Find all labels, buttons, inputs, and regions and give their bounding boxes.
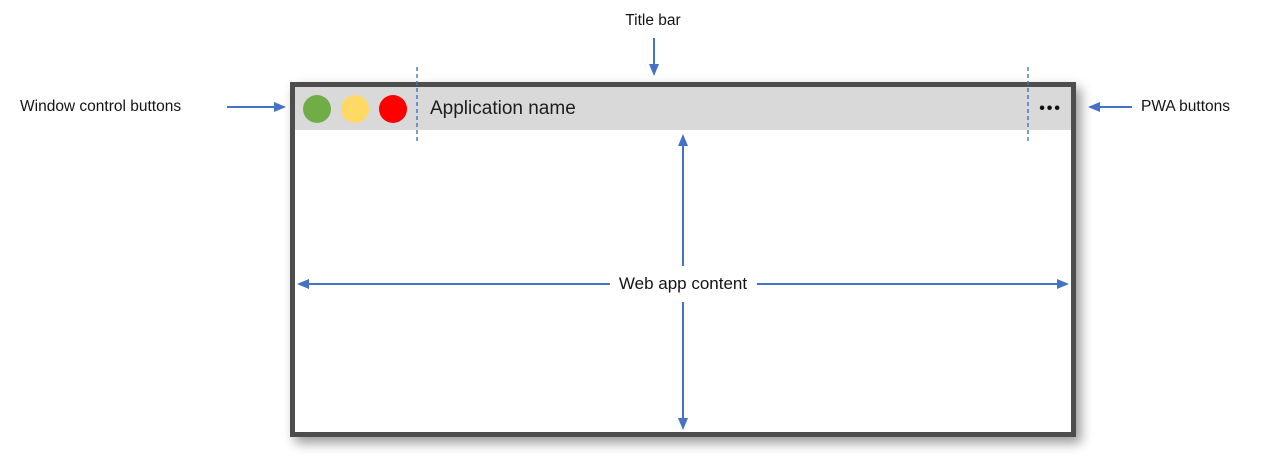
pwa-buttons-label: PWA buttons	[1141, 98, 1231, 115]
window-control-red-button	[379, 94, 407, 123]
application-name: Application name	[430, 97, 576, 119]
ellipsis-icon: •••	[1039, 99, 1062, 117]
title-bar-label: Title bar	[625, 12, 681, 29]
title-bar: Application name •••	[295, 87, 1071, 130]
web-app-content-label: Web app content	[618, 274, 748, 293]
window-control-green-button	[303, 94, 331, 123]
app-window: Application name •••	[290, 82, 1076, 437]
window-control-yellow-button	[341, 94, 369, 123]
window-controls-label: Window control buttons	[20, 98, 182, 115]
